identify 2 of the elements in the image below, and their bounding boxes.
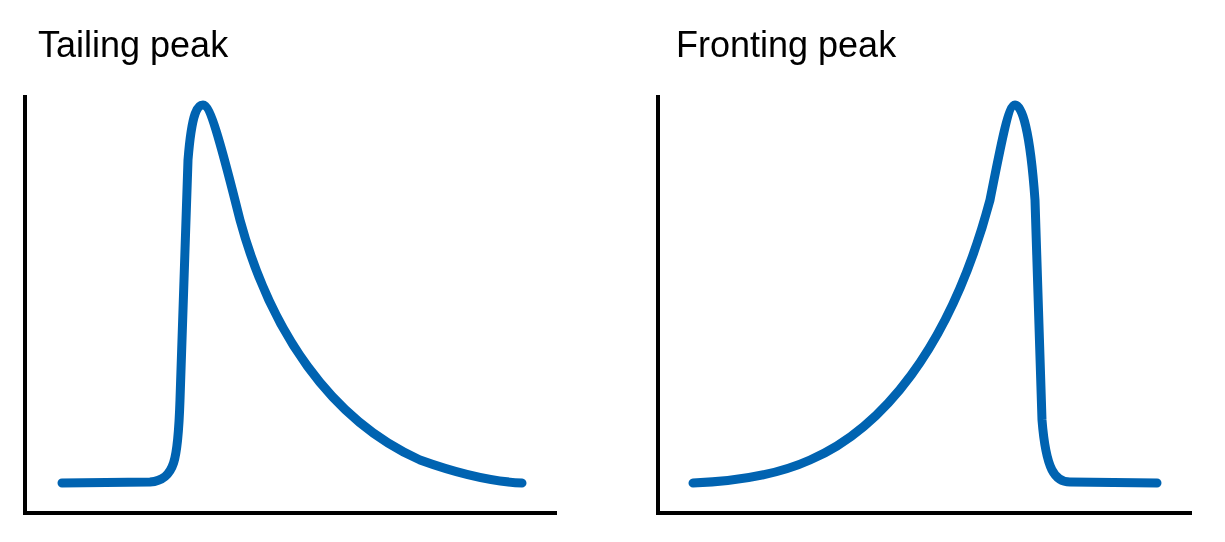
chart-title: Fronting peak <box>676 27 897 63</box>
chart-title: Tailing peak <box>38 27 229 63</box>
